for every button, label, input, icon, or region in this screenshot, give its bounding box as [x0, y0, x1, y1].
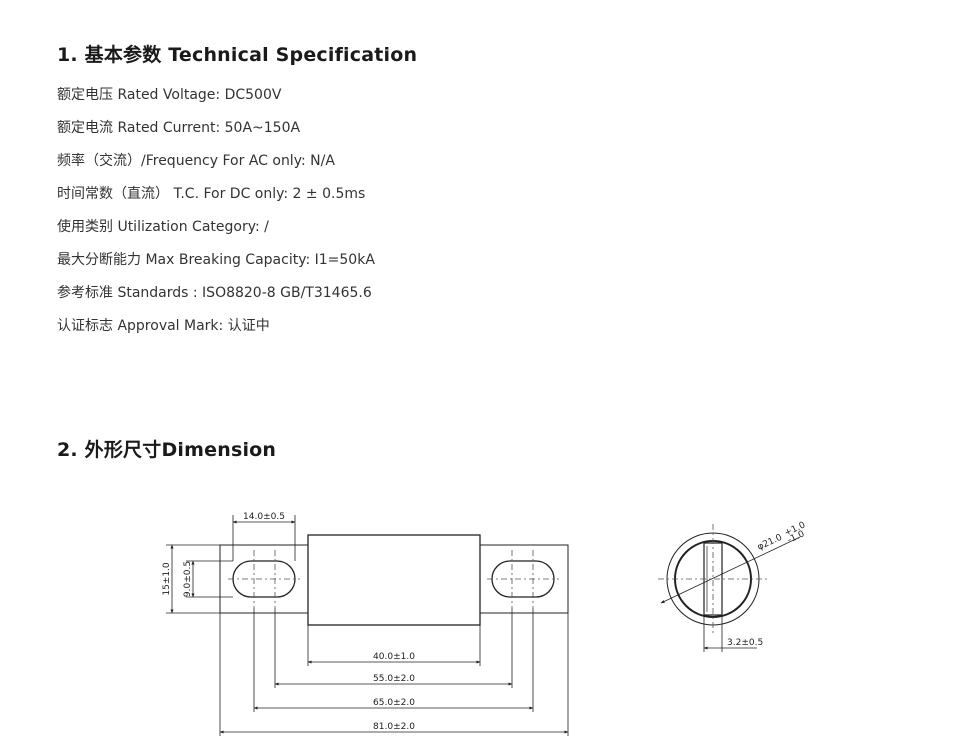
spec-rated-current: 额定电流 Rated Current: 50A~150A: [57, 120, 301, 136]
fuse-side-view: [219, 534, 569, 626]
dim-tab-thickness: 3.2±0.5: [727, 638, 763, 648]
spec-rated-voltage: 额定电压 Rated Voltage: DC500V: [57, 87, 282, 103]
dim-body-length: 40.0±1.0: [373, 652, 415, 662]
dim-hole-height: 9.0±0.5: [183, 561, 193, 597]
spec-time-constant: 时间常数（直流） T.C. For DC only: 2 ± 0.5ms: [57, 186, 366, 202]
spec-breaking-capacity: 最大分断能力 Max Breaking Capacity: I1=50kA: [57, 252, 375, 268]
end-view-dimension-lines: [660, 536, 801, 652]
side-view-dimension-lines: [170, 520, 569, 734]
dim-hole-pitch: 55.0±2.0: [373, 674, 415, 684]
dim-overall-height: 15±1.0: [162, 562, 172, 596]
spec-list: 额定电压 Rated Voltage: DC500V 额定电流 Rated Cu…: [57, 84, 375, 348]
dim-overall-length: 81.0±2.0: [373, 722, 415, 732]
fuse-body: [307, 534, 481, 626]
spec-standards: 参考标准 Standards : ISO8820-8 GB/T31465.6: [57, 285, 372, 301]
section-title-technical-specification: 1. 基本参数 Technical Specification: [57, 44, 418, 66]
end-view-centerlines: [658, 524, 768, 634]
section-title-dimension: 2. 外形尺寸Dimension: [57, 439, 277, 461]
spec-approval-mark: 认证标志 Approval Mark: 认证中: [57, 318, 270, 334]
dim-diameter: φ21.0: [756, 533, 784, 553]
dim-inner-span: 65.0±2.0: [373, 698, 415, 708]
dim-tab-hole-width: 14.0±0.5: [243, 512, 285, 522]
side-view-centerlines: [228, 550, 559, 608]
spec-utilization-category: 使用类别 Utilization Category: /: [57, 219, 269, 235]
spec-frequency: 频率（交流）/Frequency For AC only: N/A: [57, 153, 335, 169]
dimension-drawing: 14.0±0.5 15±1.0 9.0±0.5 40.0±1.0 55.0±2.…: [162, 512, 807, 736]
